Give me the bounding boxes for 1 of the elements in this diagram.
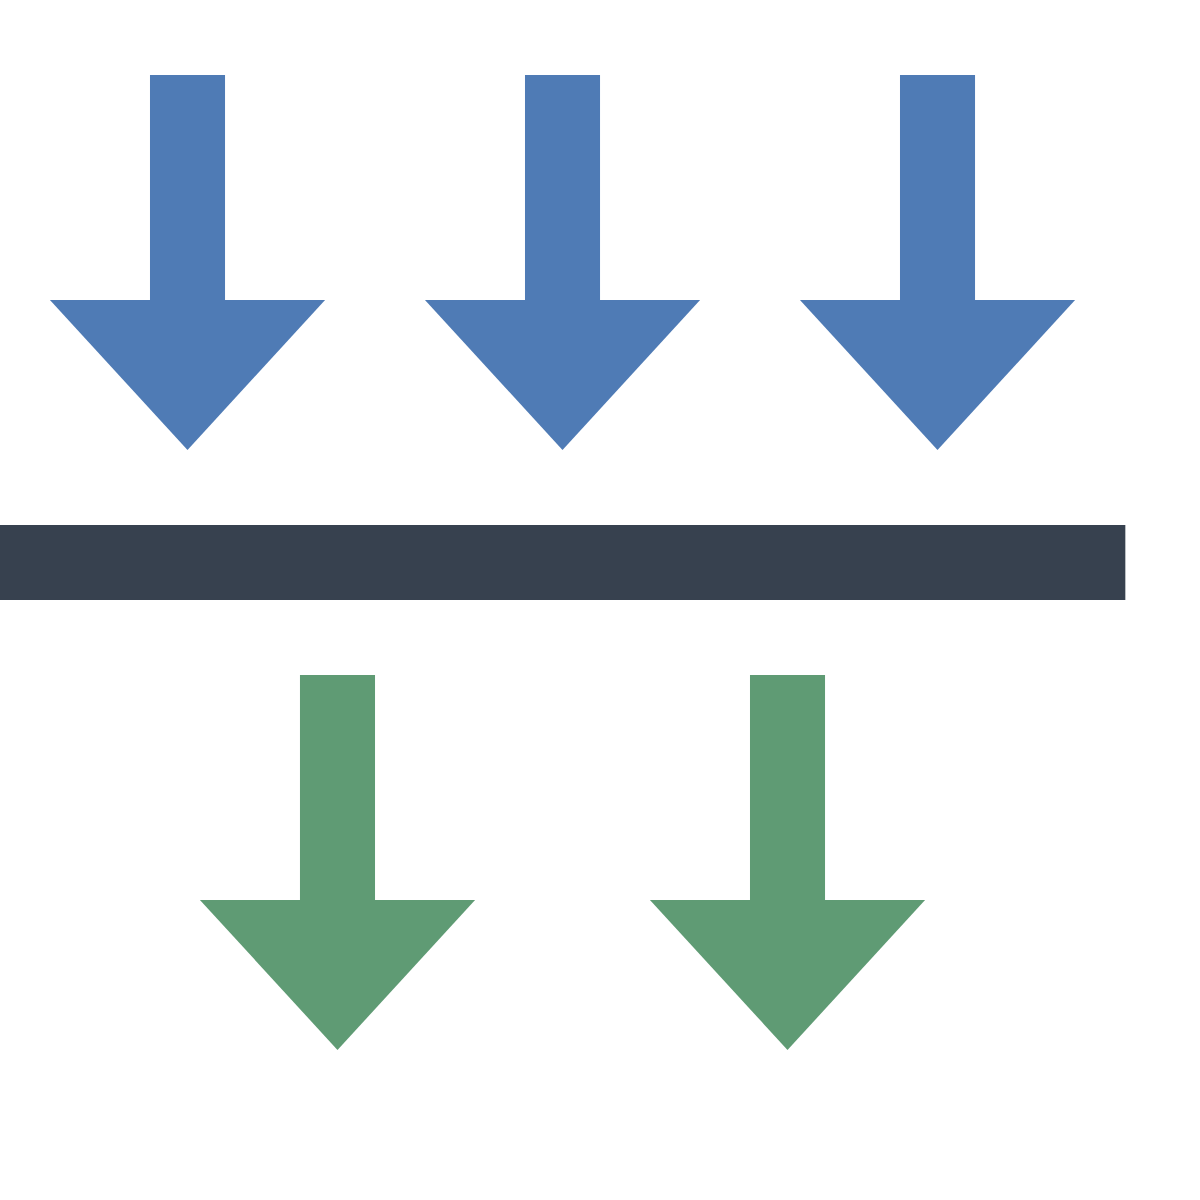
barrier-bar [0, 525, 1126, 601]
